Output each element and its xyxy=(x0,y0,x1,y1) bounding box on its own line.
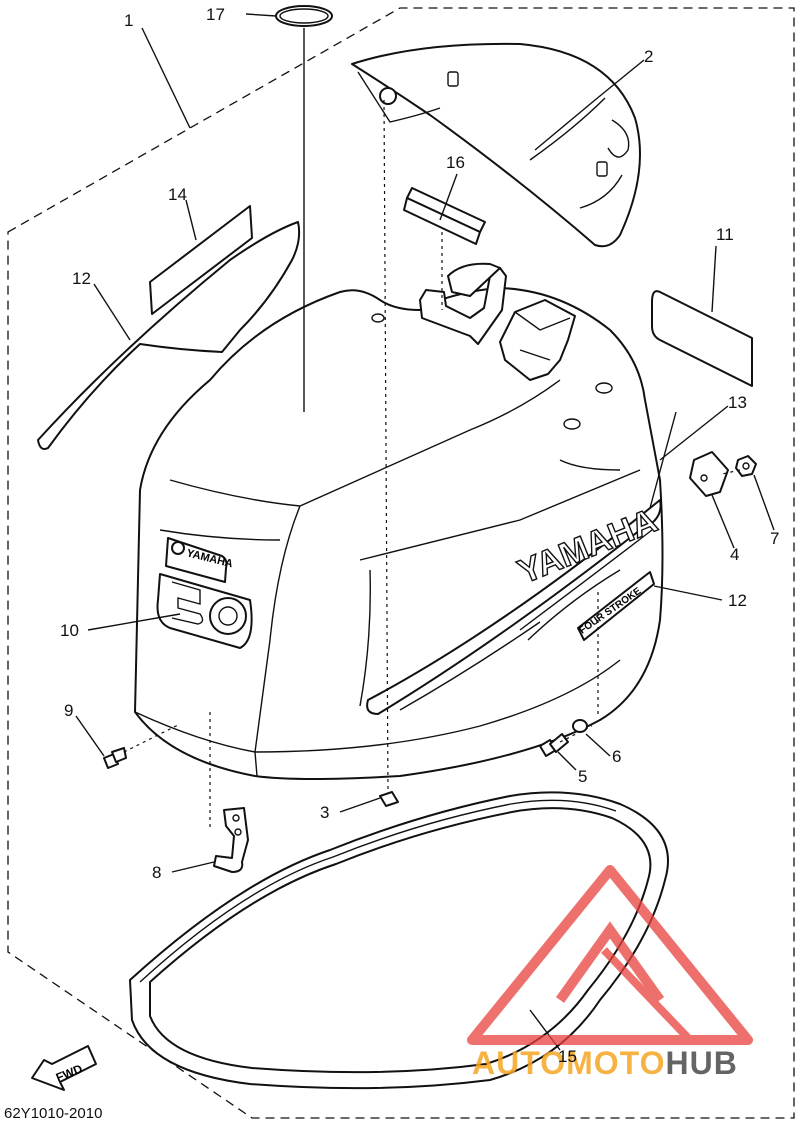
callout-6: 6 xyxy=(612,747,621,766)
callout-10: 10 xyxy=(60,621,79,640)
callout-4: 4 xyxy=(730,545,739,564)
watermark-logo-icon xyxy=(467,865,753,1045)
watermark-text-part1: AUTOMOTO xyxy=(472,1045,665,1081)
part-hook xyxy=(213,807,249,873)
callout-5: 5 xyxy=(578,767,587,786)
part-grommet-small xyxy=(379,791,399,807)
part-upper-cover xyxy=(351,42,641,248)
callout-2: 2 xyxy=(644,47,653,66)
callout-17: 17 xyxy=(206,5,225,24)
part-nut xyxy=(735,455,757,477)
callout-1: 1 xyxy=(124,11,133,30)
callout-12-right: 12 xyxy=(728,591,747,610)
part-grommet xyxy=(403,187,486,245)
callout-3: 3 xyxy=(320,803,329,822)
callout-11: 11 xyxy=(716,225,734,244)
diagram-code: 62Y1010-2010 xyxy=(4,1105,102,1122)
watermark-text: AUTOMOTOHUB xyxy=(472,1045,738,1081)
part-washer xyxy=(572,719,588,733)
callout-7: 7 xyxy=(770,529,779,548)
part-stripe-left xyxy=(37,221,301,450)
callout-12-left: 12 xyxy=(72,269,91,288)
callout-8: 8 xyxy=(152,863,161,882)
alignment-line-dotted xyxy=(383,99,389,793)
callout-9: 9 xyxy=(64,701,73,720)
watermark-text-part2: HUB xyxy=(665,1045,737,1081)
part-decal-right xyxy=(651,290,753,387)
assembly-boundary xyxy=(7,7,795,1119)
callout-13: 13 xyxy=(728,393,747,412)
callout-14: 14 xyxy=(168,185,187,204)
callout-15: 15 xyxy=(558,1047,577,1066)
part-bolt-9 xyxy=(103,747,127,769)
part-emblem-badge: YAMAHA xyxy=(156,537,253,649)
part-bolt-5 xyxy=(539,733,569,757)
part-bracket xyxy=(689,451,729,497)
part-top-cowling xyxy=(134,262,664,780)
callout-16: 16 xyxy=(446,153,465,172)
fwd-arrow-icon: FWD xyxy=(31,1045,97,1091)
part-decal-small xyxy=(149,205,253,315)
